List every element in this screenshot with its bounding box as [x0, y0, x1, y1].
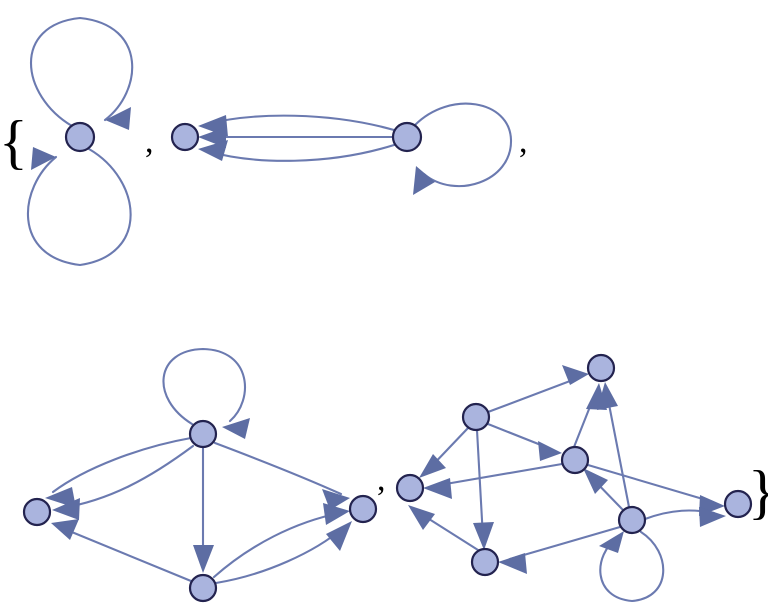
graph-4-edge-n6-n3[interactable]: [498, 525, 622, 574]
arrow-head: [51, 519, 79, 540]
edge-path: [51, 436, 193, 494]
arrow-head: [562, 365, 589, 385]
set-open-brace: {: [0, 109, 28, 175]
graph-4-self-loop[interactable]: [599, 530, 665, 603]
graph-node[interactable]: [617, 505, 647, 535]
open-brace-glyph: {: [0, 109, 28, 175]
graph-3-edge-bottom-right-lower[interactable]: [214, 521, 352, 585]
arrow-head: [538, 441, 562, 461]
graph-4-edge-n1-n4[interactable]: [486, 365, 589, 414]
graph-node[interactable]: [461, 402, 491, 432]
graph-2-edge-down[interactable]: [198, 140, 396, 162]
arrow-head: [322, 489, 350, 510]
graph-2[interactable]: [170, 102, 513, 195]
graph-3-edge-bottom-right-upper[interactable]: [212, 503, 350, 579]
graph-node[interactable]: [723, 489, 753, 519]
graph-node[interactable]: [560, 445, 590, 475]
graph-1-self-loop-above[interactable]: [30, 16, 134, 130]
graph-2-self-loop[interactable]: [413, 102, 513, 195]
separator-comma: ,: [145, 123, 154, 160]
graph-3-edge-top-left-upper[interactable]: [45, 436, 193, 508]
arrow-head: [323, 503, 350, 525]
graph-3-self-loop[interactable]: [162, 347, 250, 439]
graph-4-edge-n6-n4[interactable]: [597, 382, 631, 509]
arrow-head: [423, 478, 452, 499]
edge-path: [586, 463, 715, 504]
graph-3-edge-top-right[interactable]: [213, 441, 350, 510]
edge-path: [605, 392, 631, 509]
self-loop-path: [30, 16, 134, 128]
separator-comma: ,: [377, 461, 386, 498]
graph-3[interactable]: [22, 347, 378, 603]
arrow-head: [222, 418, 250, 439]
graph-node[interactable]: [470, 547, 500, 577]
arrow-head: [52, 498, 80, 520]
arrow-head: [599, 531, 624, 553]
graph-node[interactable]: [64, 121, 96, 153]
self-loop-path: [27, 147, 132, 267]
edge-path: [213, 441, 343, 496]
arrow-head: [419, 454, 446, 478]
graph-4[interactable]: [395, 353, 753, 603]
arrow-head: [473, 522, 494, 550]
arrow-head: [45, 487, 76, 508]
arrow-head: [31, 147, 56, 170]
graph-3-edge-bottom-left[interactable]: [51, 519, 193, 583]
edge-path: [508, 525, 622, 561]
close-brace-glyph: }: [748, 459, 768, 525]
graph-4-edge-n6-n7[interactable]: [643, 507, 726, 527]
arrow-head: [326, 521, 352, 551]
edge-path: [60, 526, 193, 583]
arrow-head: [699, 507, 726, 527]
arrow-head: [198, 140, 228, 161]
arrow-head: [193, 545, 214, 573]
arrow-head: [597, 382, 618, 410]
graph-node[interactable]: [348, 494, 378, 524]
graph-node[interactable]: [395, 473, 425, 503]
arrow-head: [413, 166, 435, 195]
edge-path: [205, 143, 396, 162]
separator-comma: ,: [519, 123, 528, 160]
graph-4-edge-n1-n2[interactable]: [419, 426, 470, 478]
graph-node[interactable]: [170, 122, 200, 152]
self-loop-path: [413, 102, 513, 188]
arrow-head: [408, 505, 435, 530]
edge-path: [212, 511, 342, 579]
self-loop-path: [599, 530, 665, 603]
graph-4-edge-n1-n3[interactable]: [473, 428, 494, 550]
graph-node[interactable]: [188, 419, 218, 449]
graph-4-edge-n1-n5[interactable]: [486, 422, 562, 461]
graph-node[interactable]: [22, 497, 52, 527]
graph-node[interactable]: [188, 573, 218, 603]
graph-4-edge-n5-n2[interactable]: [423, 462, 564, 499]
graph-1-self-loop-below[interactable]: [27, 147, 132, 267]
edge-path: [432, 462, 564, 488]
graph-4-edge-n3-n2[interactable]: [408, 505, 480, 552]
graph-node[interactable]: [391, 121, 423, 153]
arrow-head: [583, 468, 608, 494]
graph-4-edge-n6-n5[interactable]: [583, 468, 624, 511]
set-close-brace: }: [748, 459, 768, 525]
graph-3-edge-top-left-lower[interactable]: [52, 444, 195, 520]
self-loop-path: [162, 347, 246, 426]
arrow-head: [498, 553, 527, 574]
arrow-head: [105, 107, 131, 130]
edge-path: [486, 376, 580, 414]
graph-node[interactable]: [586, 353, 616, 383]
graph-3-edge-top-bottom[interactable]: [193, 446, 214, 573]
edge-path: [475, 428, 485, 540]
graph-1[interactable]: [27, 16, 134, 267]
